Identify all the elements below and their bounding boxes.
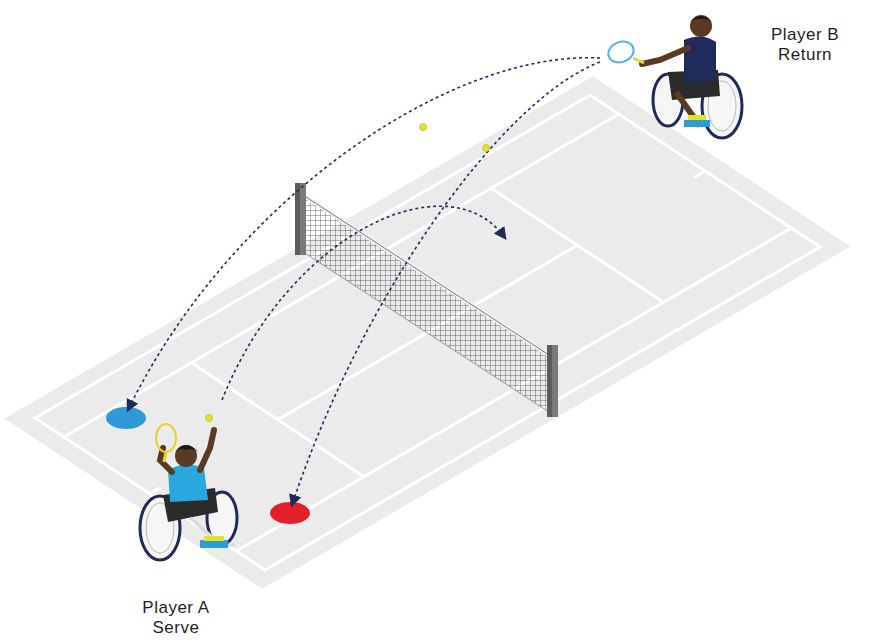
court-surface <box>5 76 851 589</box>
blue-target <box>106 407 146 429</box>
tennis-ball <box>206 124 490 422</box>
tennis-net <box>295 183 558 417</box>
ball-trajectory <box>128 58 600 505</box>
player-b-illustration <box>605 15 742 138</box>
player-role: Serve <box>116 618 236 638</box>
player-a-illustration <box>140 424 237 560</box>
court-lines <box>35 95 820 570</box>
red-target <box>270 502 310 524</box>
player-name: Player B <box>745 25 865 45</box>
player-name: Player A <box>116 598 236 618</box>
player-role: Return <box>745 45 865 65</box>
